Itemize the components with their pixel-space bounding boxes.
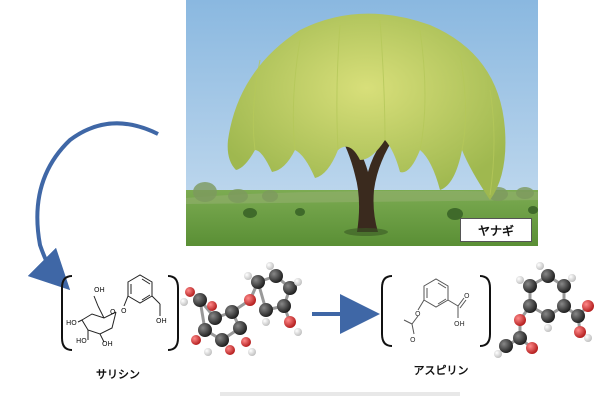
willow-photo: [186, 0, 538, 246]
salicin-caption: サリシン: [96, 368, 140, 381]
aspirin-3d-model: [494, 262, 594, 358]
salicin-structure: [77, 274, 161, 343]
aspirin-bracket-right: [479, 275, 491, 347]
photo-label-yanagi: ヤナギ: [460, 218, 532, 242]
salicin-atom-oh3: HO: [76, 337, 87, 345]
salicin-atom-oh5: OH: [156, 317, 167, 325]
salicin-atom-oh4: OH: [102, 340, 113, 348]
aspirin-atom-o2: O: [415, 310, 421, 318]
salicin-atom-labels: OH HO HO OH OH O O: [66, 286, 167, 348]
salicin-atom-oh2: HO: [66, 319, 77, 327]
aspirin-bracket-left: [381, 275, 393, 347]
aspirin-atom-o1: O: [464, 292, 470, 300]
salicin-atom-o-ring: O: [110, 308, 116, 316]
salicin-atom-o-link: O: [121, 307, 127, 315]
curved-arrow: [27, 121, 159, 291]
aspirin-atom-labels: O O O OH: [410, 292, 470, 344]
aspirin-structure: [403, 278, 467, 335]
aspirin-atom-o3: O: [410, 336, 416, 344]
faded-footer-line: [220, 392, 460, 396]
salicin-3d-model: [180, 262, 302, 356]
salicin-bracket-left: [61, 275, 73, 351]
salicin-bracket-right: [167, 275, 179, 351]
salicin-atom-oh1: OH: [94, 286, 105, 294]
aspirin-atom-oh: OH: [454, 320, 465, 328]
aspirin-caption: アスピリン: [413, 364, 469, 377]
